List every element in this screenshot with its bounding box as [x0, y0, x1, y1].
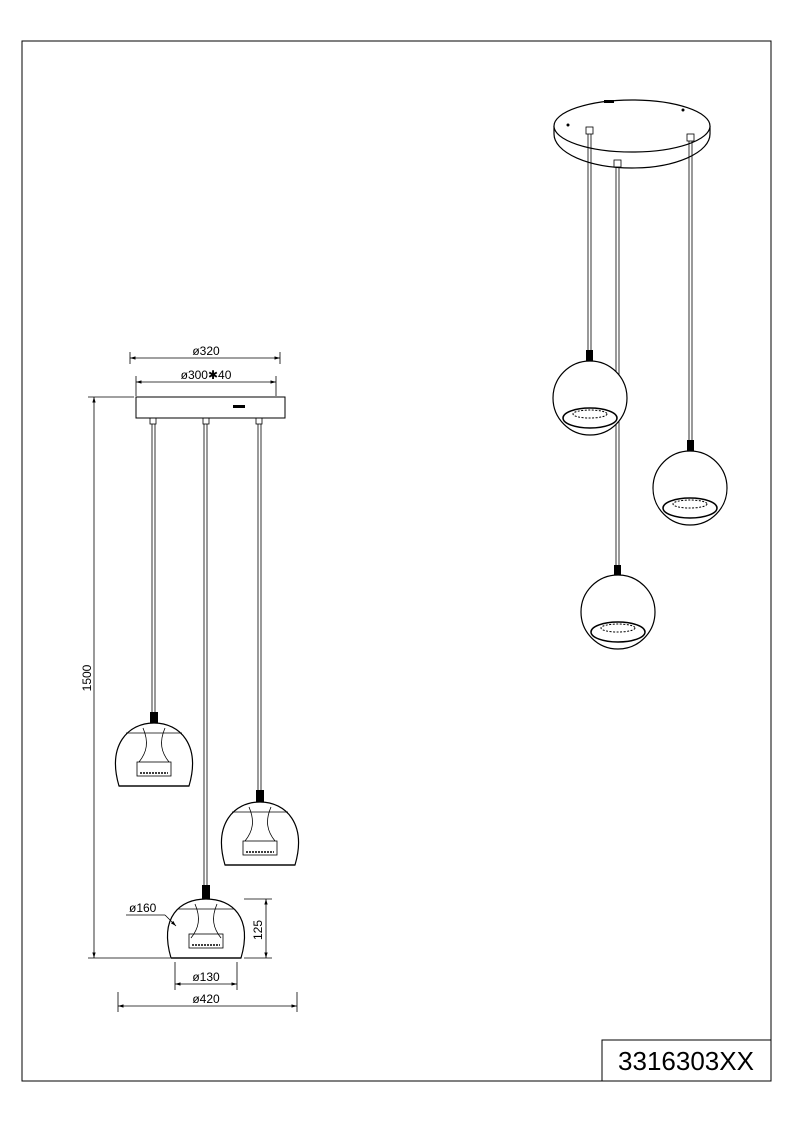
perspective-globe-right [652, 440, 728, 526]
product-code: 3316303XX [618, 1046, 754, 1076]
suspension-cables [151, 424, 262, 885]
shade-opening-label: ø130 [192, 970, 220, 984]
shade-height-label: 125 [251, 920, 265, 940]
pendant-shade-right [220, 790, 300, 866]
dimension-canopy-diameter: ø320 [129, 344, 281, 364]
dimension-canopy-base: ø300✱40 [135, 368, 277, 396]
perspective-globe-center [580, 565, 656, 650]
dimension-total-height: 1500 [80, 396, 170, 959]
perspective-canopy [553, 99, 711, 169]
perspective-cables [587, 134, 693, 565]
shade-diameter-label: ø160 [129, 901, 157, 915]
drawing-border [21, 40, 772, 1082]
canopy-plate [135, 396, 286, 425]
canopy-base-label: ø300✱40 [181, 368, 232, 382]
dimension-shade-opening: ø130 [174, 962, 238, 990]
perspective-view [552, 99, 728, 650]
dimension-shade-height: 125 [244, 898, 272, 959]
pendant-shade-left [114, 712, 194, 787]
perspective-globe-left [552, 350, 628, 436]
canopy-diameter-label: ø320 [192, 344, 220, 358]
dimension-overall-spread: ø420 [117, 992, 298, 1012]
dimension-shade-diameter: ø160 [126, 901, 177, 927]
overall-spread-label: ø420 [192, 992, 220, 1006]
front-elevation-view: ø320 ø300✱40 1500 ø160 125 [80, 344, 300, 1012]
title-block: 3316303XX [601, 1039, 772, 1082]
total-height-label: 1500 [80, 664, 94, 691]
pendant-shade-center [166, 885, 246, 959]
